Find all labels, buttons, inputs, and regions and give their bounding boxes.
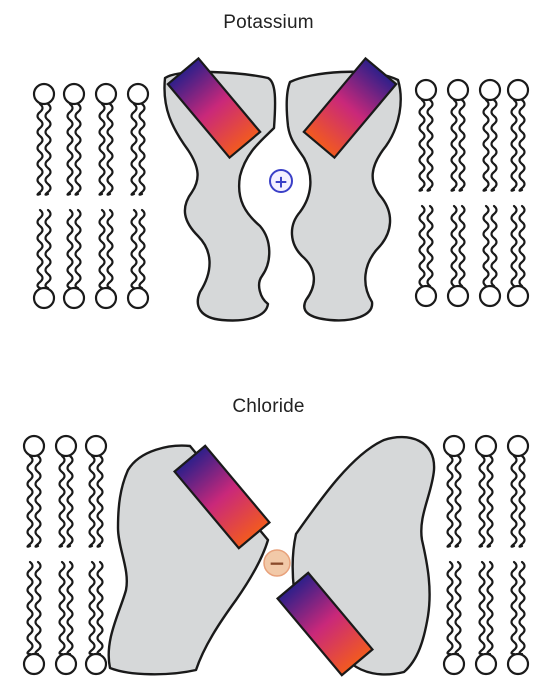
lipid-head: [508, 286, 528, 306]
lipid-tail: [132, 104, 137, 195]
lipid-head: [96, 84, 116, 104]
lipid-tail: [480, 562, 485, 654]
lipid-head: [480, 286, 500, 306]
lipid-tail: [420, 206, 425, 286]
lipid-tail: [90, 456, 95, 547]
lipid-tail: [36, 562, 41, 654]
lipid-tail: [520, 206, 525, 286]
lipid-head: [86, 654, 106, 674]
lipid-tail: [520, 562, 525, 654]
lipid-tail: [132, 210, 137, 288]
lipid-tail: [452, 206, 457, 286]
lipid-tail: [484, 206, 489, 286]
lipid-head: [24, 436, 44, 456]
lipid-head: [508, 436, 528, 456]
lipid-tail: [60, 456, 65, 547]
lipid-tail: [108, 104, 113, 195]
lipid-tail: [452, 100, 457, 191]
plus-circle-icon: +: [270, 170, 292, 193]
lipid-tail: [46, 104, 51, 195]
lipid-tail: [28, 456, 33, 547]
membrane-right-cl: [444, 436, 528, 674]
lipid-tail: [512, 206, 517, 286]
lipid-head: [416, 286, 436, 306]
lipid-head: [34, 288, 54, 308]
lipid-tail: [60, 562, 65, 654]
lipid-tail: [68, 562, 73, 654]
lipid-head: [64, 84, 84, 104]
lipid-head: [508, 654, 528, 674]
lipid-tail: [428, 206, 433, 286]
lipid-head: [416, 80, 436, 100]
lipid-head: [56, 654, 76, 674]
lipid-head: [56, 436, 76, 456]
lipid-tail: [68, 456, 73, 547]
lipid-tail: [512, 456, 517, 547]
lipid-head: [34, 84, 54, 104]
lipid-tail: [480, 456, 485, 547]
lipid-tail: [488, 562, 493, 654]
lipid-tail: [492, 206, 497, 286]
lipid-tail: [76, 104, 81, 195]
lipid-head: [64, 288, 84, 308]
lipid-tail: [428, 100, 433, 191]
lipid-tail: [68, 104, 73, 195]
lipid-tail: [460, 100, 465, 191]
lipid-tail: [90, 562, 95, 654]
lipid-head: [448, 80, 468, 100]
lipid-tail: [76, 210, 81, 288]
lipid-head: [508, 80, 528, 100]
lipid-head: [24, 654, 44, 674]
lipid-tail: [520, 100, 525, 191]
lipid-tail: [460, 206, 465, 286]
lipid-tail: [512, 100, 517, 191]
lipid-head: [128, 288, 148, 308]
chloride-panel: −: [24, 436, 528, 675]
minus-circle-icon: −: [264, 550, 290, 576]
lipid-tail: [140, 104, 145, 195]
lipid-tail: [38, 104, 43, 195]
lipid-tail: [68, 210, 73, 288]
lipid-tail: [488, 456, 493, 547]
membrane-right-k: [416, 80, 528, 306]
lipid-head: [444, 654, 464, 674]
lipid-tail: [492, 100, 497, 191]
potassium-ion-symbol: +: [274, 173, 288, 193]
lipid-head: [448, 286, 468, 306]
lipid-head: [476, 436, 496, 456]
lipid-tail: [456, 456, 461, 547]
membrane-left-k: [34, 84, 148, 308]
chloride-ion-symbol: −: [269, 551, 286, 575]
lipid-head: [128, 84, 148, 104]
lipid-tail: [512, 562, 517, 654]
lipid-tail: [108, 210, 113, 288]
lipid-head: [480, 80, 500, 100]
lipid-tail: [520, 456, 525, 547]
lipid-tail: [100, 104, 105, 195]
lipid-tail: [98, 562, 103, 654]
lipid-head: [476, 654, 496, 674]
lipid-tail: [98, 456, 103, 547]
lipid-tail: [484, 100, 489, 191]
lipid-head: [444, 436, 464, 456]
membrane-left-cl: [24, 436, 106, 674]
lipid-tail: [448, 562, 453, 654]
lipid-tail: [28, 562, 33, 654]
lipid-tail: [100, 210, 105, 288]
potassium-panel: +: [34, 58, 528, 320]
lipid-tail: [36, 456, 41, 547]
lipid-head: [86, 436, 106, 456]
lipid-tail: [420, 100, 425, 191]
lipid-tail: [46, 210, 51, 288]
lipid-tail: [38, 210, 43, 288]
lipid-head: [96, 288, 116, 308]
lipid-tail: [140, 210, 145, 288]
lipid-tail: [448, 456, 453, 547]
lipid-tail: [456, 562, 461, 654]
